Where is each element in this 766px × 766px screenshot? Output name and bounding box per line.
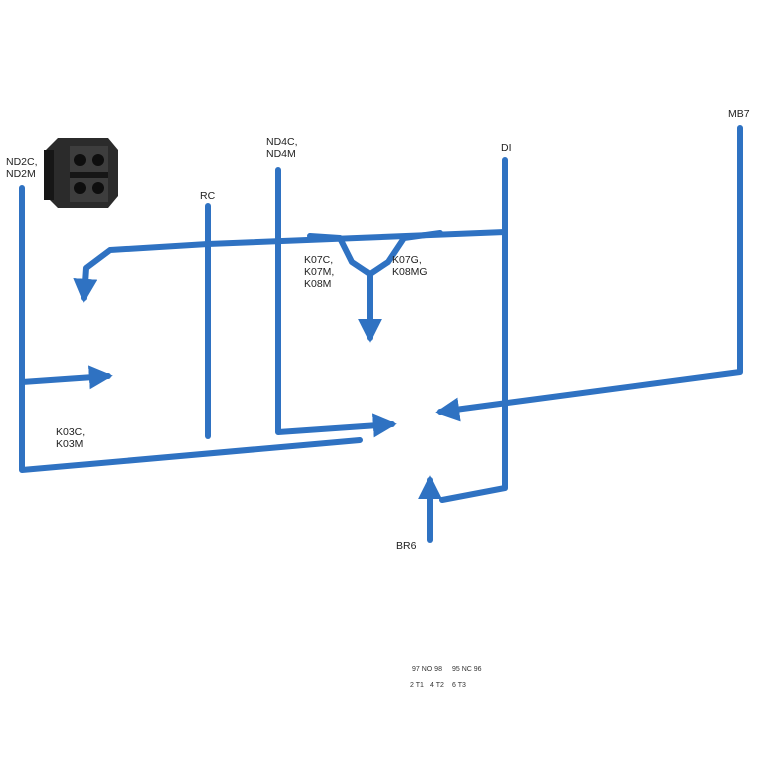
label-rc-line-1: RC — [200, 190, 216, 202]
label-di-line-1: DI — [501, 142, 512, 154]
connector-split-right — [367, 230, 443, 277]
label-k07c-line-1: K07C, — [304, 254, 334, 266]
label-di: DI — [501, 142, 512, 154]
label-k07c-line-2: K07M, — [304, 266, 335, 278]
br6-contact-no-text: 97 NO 98 — [412, 666, 442, 673]
label-rc: RC — [200, 190, 215, 202]
label-nd2: ND2C, ND2M — [6, 156, 38, 180]
nd2-auxiliary-block: auxiliary-contact-block-2-icon — [44, 138, 118, 208]
label-nd4: ND4C, ND4M — [266, 136, 298, 160]
label-k03-line-1: K03C, — [56, 426, 86, 438]
connector-mb7 — [435, 125, 743, 422]
connector-upper-bus — [73, 241, 211, 303]
connector-di — [439, 157, 508, 503]
connector-nd2-to-k03 — [19, 185, 113, 390]
connector-split-left — [307, 233, 382, 343]
label-k03: K03C, K03M — [56, 426, 85, 450]
label-nd2-line-2: ND2M — [6, 168, 36, 180]
label-k07g-line-1: K07G, — [392, 254, 422, 266]
label-mb7: MB7 — [728, 108, 750, 120]
connector-nd4 — [275, 167, 397, 438]
label-k07c: K07C, K07M, K08M — [304, 254, 334, 290]
label-br6-line-1: BR6 — [396, 540, 417, 552]
label-k07g-line-2: K08MG — [392, 266, 428, 278]
label-mb7-line-1: MB7 — [728, 108, 750, 120]
br6-terminal-2-text: 4 T2 — [430, 682, 444, 689]
br6-contact-nc-text: 95 NC 96 — [452, 666, 482, 673]
connector-nd2-to-k07 — [19, 379, 363, 473]
br6-terminal-3-text: 6 T3 — [452, 682, 466, 689]
label-nd4-line-1: ND4C, — [266, 136, 298, 148]
connector-upper-bus-right — [205, 229, 508, 247]
label-nd4-line-2: ND4M — [266, 148, 296, 160]
br6-terminal-1-text: 2 T1 — [410, 682, 424, 689]
label-br6: BR6 — [396, 540, 416, 552]
label-nd2-line-1: ND2C, — [6, 156, 38, 168]
label-k07g: K07G, K08MG — [392, 254, 428, 278]
label-k07c-line-3: K08M — [304, 278, 332, 290]
label-k03-line-2: K03M — [56, 438, 84, 450]
connector-lines — [19, 125, 743, 543]
